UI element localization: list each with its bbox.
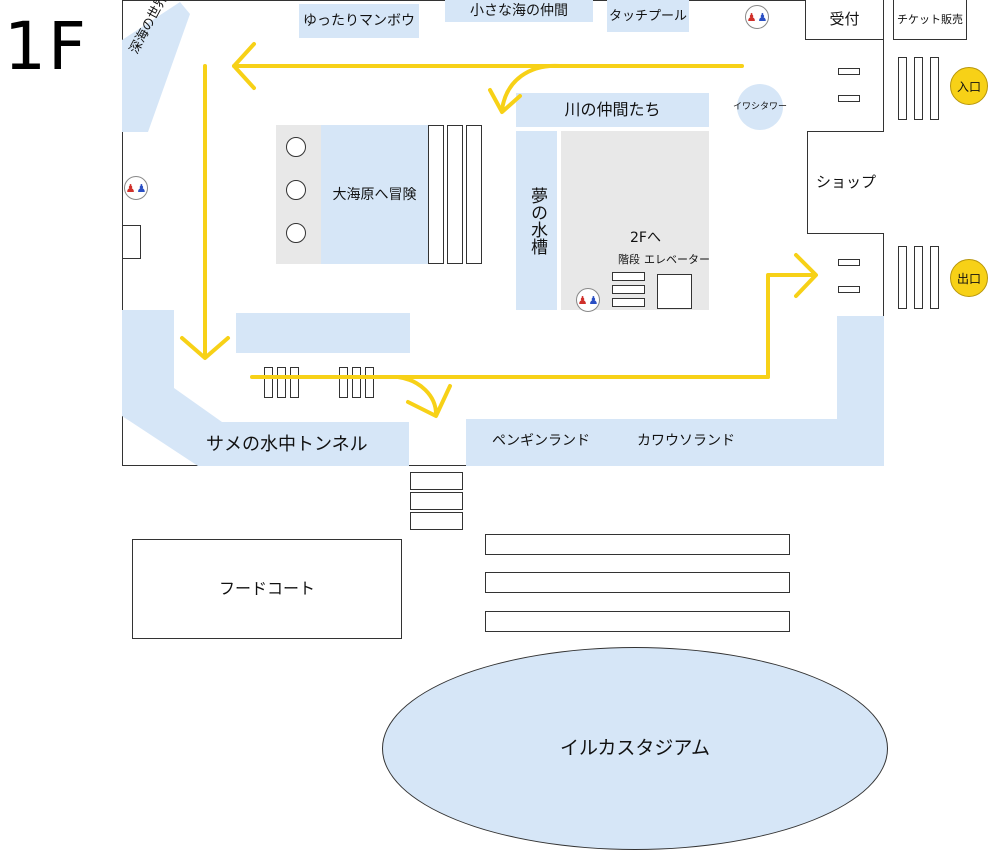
outdoor-bench [485, 572, 790, 593]
bench [447, 125, 463, 264]
zone-ocean[interactable]: 大海原へ冒険 [321, 125, 428, 264]
zone-shark-tunnel-label: サメの水中トンネル [206, 434, 368, 455]
floor-label: 1F [4, 8, 88, 85]
zone-shark-area [236, 313, 410, 353]
elevator[interactable] [657, 274, 692, 309]
exit-gate [914, 246, 923, 309]
zone-iwashi-tower[interactable]: イワシタワー [733, 84, 787, 130]
ticket-label: チケット販売 [897, 13, 963, 26]
exit-gate [930, 246, 939, 309]
ticket-booth[interactable]: チケット販売 [893, 0, 967, 40]
bench [466, 125, 482, 264]
zone-penguin-label[interactable]: ペンギンランド [492, 433, 590, 449]
porthole [286, 137, 306, 157]
zone-small-sea[interactable]: 小さな海の仲間 [445, 0, 593, 22]
bench [352, 367, 361, 398]
shop-label: ショップ [815, 173, 876, 191]
bench [428, 125, 444, 264]
zone-manbou[interactable]: ゆったりマンボウ [299, 4, 419, 38]
zone-touch-pool[interactable]: タッチプール [607, 0, 689, 32]
dolphin-stadium-label: イルカスタジアム [559, 737, 711, 759]
zone-small-sea-label: 小さな海の仲間 [470, 3, 568, 19]
bench [838, 286, 860, 293]
bench [838, 259, 860, 266]
bench [339, 367, 348, 398]
entrance-button[interactable]: 入口 [950, 67, 988, 105]
stairs-label: 階段 [618, 253, 640, 266]
stairs[interactable] [612, 285, 645, 294]
stairs[interactable] [612, 298, 645, 307]
bench [838, 68, 860, 75]
entrance-gate [930, 57, 939, 120]
zone-deep-sea[interactable]: 深海の世界 [122, 0, 202, 132]
elevator-label: エレベーター [644, 253, 710, 266]
zone-river[interactable]: 川の仲間たち [516, 93, 709, 127]
exit-gate [898, 246, 907, 309]
zone-ocean-label: 大海原へ冒険 [332, 186, 417, 203]
reception-label: 受付 [829, 10, 860, 28]
zone-shark-tunnel[interactable]: サメの水中トンネル [122, 310, 414, 466]
outdoor-bench [485, 534, 790, 555]
outdoor-bench [485, 611, 790, 632]
porthole [286, 223, 306, 243]
food-court-label: フードコート [218, 579, 315, 598]
porthole [286, 180, 306, 200]
entrance-gate [898, 57, 907, 120]
zone-otter-label[interactable]: カワウソランド [637, 433, 735, 449]
shop[interactable]: ショップ [807, 131, 884, 234]
zone-river-label: 川の仲間たち [564, 100, 661, 119]
restroom-icon: ♟♟ [576, 288, 600, 312]
restroom-icon: ♟♟ [124, 176, 148, 200]
outdoor-step [410, 472, 463, 490]
exit-button[interactable]: 出口 [950, 259, 988, 297]
left-wall-door [122, 225, 141, 259]
bench [264, 367, 273, 398]
dolphin-stadium[interactable]: イルカスタジアム [382, 647, 888, 850]
zone-manbou-label: ゆったりマンボウ [303, 13, 415, 29]
outdoor-step [410, 512, 463, 530]
entrance-gate [914, 57, 923, 120]
zone-touch-pool-label: タッチプール [608, 8, 687, 24]
stairs[interactable] [612, 272, 645, 281]
to-2f-label: 2Fへ [630, 230, 661, 246]
zone-dream-tank[interactable]: 夢の水槽 [516, 131, 557, 310]
outdoor-step [410, 492, 463, 510]
zone-iwashi-tower-label: イワシタワー [733, 101, 788, 112]
bench [365, 367, 374, 398]
food-court[interactable]: フードコート [132, 539, 402, 639]
bench [277, 367, 286, 398]
bench [290, 367, 299, 398]
zone-penguin-otter[interactable] [466, 316, 884, 466]
reception-desk[interactable]: 受付 [805, 0, 884, 40]
zone-dream-tank-label: 夢の水槽 [527, 186, 547, 255]
restroom-icon: ♟♟ [745, 5, 769, 29]
bench [838, 95, 860, 102]
